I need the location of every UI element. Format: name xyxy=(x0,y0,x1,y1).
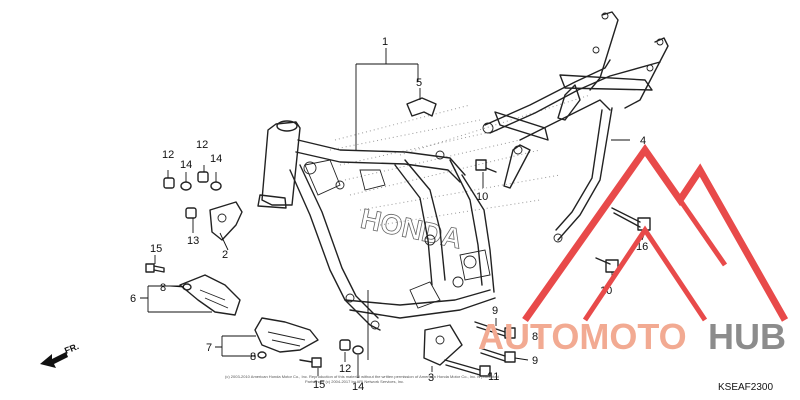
callout-1: 1 xyxy=(382,36,388,48)
guard-6 xyxy=(179,274,241,316)
bolt-10-lower xyxy=(595,257,619,273)
projection-dots xyxy=(329,94,591,226)
callout-3: 3 xyxy=(428,372,434,384)
callout-14-upper-right: 14 xyxy=(210,153,222,165)
callout-5: 5 xyxy=(416,77,422,89)
watermark-automoto: AUTOMOTO xyxy=(478,316,687,357)
main-frame xyxy=(257,120,496,331)
bracket-3-assembly xyxy=(423,321,516,377)
callout-15-lower: 15 xyxy=(313,379,325,391)
copyright-line-2: Partsfinder (c) 2004-2017 by ARI Network… xyxy=(305,379,404,384)
automotohub-watermark: AUTOMOTO HUB xyxy=(478,143,789,357)
callout-14-upper-left: 14 xyxy=(180,159,192,171)
callout-4: 4 xyxy=(640,135,646,147)
callout-8-lower: 8 xyxy=(250,351,256,363)
callout-16: 16 xyxy=(636,241,648,253)
callout-7: 7 xyxy=(206,342,212,354)
watermark-triangle-small xyxy=(677,198,728,267)
leader-lines xyxy=(140,48,646,378)
bracket-2-assembly xyxy=(163,171,243,241)
callout-13: 13 xyxy=(187,235,199,247)
callout-12-lower: 12 xyxy=(339,363,351,375)
nut-12-lower xyxy=(339,339,364,355)
callout-8-right: 8 xyxy=(532,331,538,343)
callout-14-lower: 14 xyxy=(352,381,364,393)
callout-12-upper-left: 12 xyxy=(162,149,174,161)
callout-9-upper: 9 xyxy=(492,305,498,317)
fr-arrow-icon xyxy=(40,352,68,368)
callout-2: 2 xyxy=(222,249,228,261)
callout-9-lower: 9 xyxy=(532,355,538,367)
bolt-15-lower xyxy=(299,357,322,368)
copyright-line-1: (c) 2003-2010 American Honda Motor Co., … xyxy=(225,374,499,379)
callout-10-upper: 10 xyxy=(476,191,488,203)
clip-5 xyxy=(406,97,437,117)
callout-11: 11 xyxy=(488,371,499,383)
callout-12-upper-right: 12 xyxy=(196,139,208,151)
callout-8-upper: 8 xyxy=(160,282,166,294)
fr-label: FR. xyxy=(63,341,80,356)
callout-15-upper: 15 xyxy=(150,243,162,255)
rear-subframe xyxy=(482,11,669,243)
watermark-triangle-inner xyxy=(582,225,708,322)
callout-6: 6 xyxy=(130,293,136,305)
frame-lettering: HONDA xyxy=(358,203,465,255)
bolt-15-upper xyxy=(145,263,165,273)
guard-7 xyxy=(254,317,319,359)
bolt-10-upper xyxy=(475,159,497,173)
watermark-hub: HUB xyxy=(708,316,786,357)
diagram-code: KSEAF2300 xyxy=(718,382,773,393)
front-direction-indicator: FR. xyxy=(40,341,80,368)
watermark-triangle-outer xyxy=(522,143,789,323)
